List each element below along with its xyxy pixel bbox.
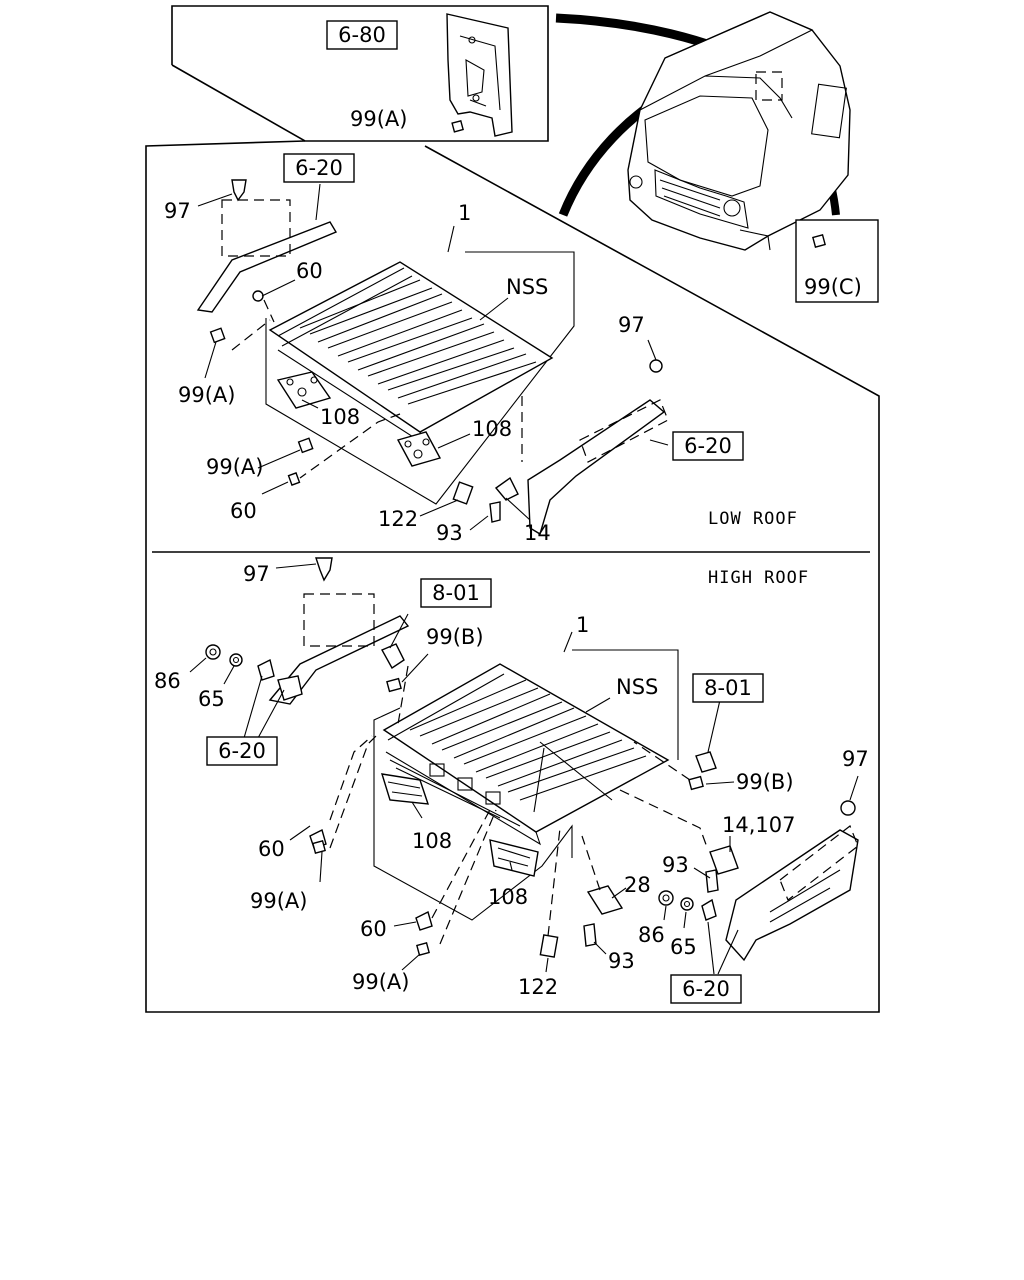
ref-box-6-20-high-left[interactable]: 6-20 bbox=[206, 736, 278, 766]
callout-label: 93 bbox=[608, 949, 635, 973]
callout-label: 99(A) bbox=[206, 455, 263, 479]
callout-label: 97 bbox=[842, 747, 869, 771]
high-roof-drawing bbox=[189, 557, 859, 975]
callout-label: 60 bbox=[360, 917, 387, 941]
callout-label: NSS bbox=[616, 675, 658, 699]
section-title-low-roof: LOW ROOF bbox=[708, 509, 798, 529]
callout-label: 60 bbox=[230, 499, 257, 523]
svg-text:6-80: 6-80 bbox=[338, 23, 386, 47]
section-title-high-roof: HIGH ROOF bbox=[708, 568, 809, 588]
callout-label: 93 bbox=[662, 853, 689, 877]
callout-label: 99(A) bbox=[250, 889, 307, 913]
truck-cab-overview bbox=[555, 11, 879, 303]
callout-label: 14 bbox=[524, 521, 551, 545]
ref-box-6-20-low-right[interactable]: 6-20 bbox=[672, 431, 744, 461]
callout-label: 122 bbox=[518, 975, 558, 999]
callout-label: 28 bbox=[624, 873, 651, 897]
callout-label: 99(B) bbox=[736, 770, 794, 794]
svg-text:6-20: 6-20 bbox=[295, 156, 343, 180]
callout-label: 97 bbox=[618, 313, 645, 337]
svg-text:8-01: 8-01 bbox=[704, 676, 752, 700]
part-labels: 99(A) 99(C) 97 1 60 NSS 99(A) 108 97 99(… bbox=[154, 107, 869, 999]
callout-label: 60 bbox=[258, 837, 285, 861]
callout-label: 99(B) bbox=[426, 625, 484, 649]
detail-box-99c bbox=[795, 219, 879, 303]
callout-label: 108 bbox=[472, 417, 512, 441]
callout-label: 108 bbox=[488, 885, 528, 909]
callout-label: 1 bbox=[576, 613, 589, 637]
svg-text:6-20: 6-20 bbox=[684, 434, 732, 458]
ref-box-6-80[interactable]: 6-80 bbox=[326, 20, 398, 50]
ref-box-6-20-low-left[interactable]: 6-20 bbox=[283, 153, 355, 183]
callout-label: 99(A) bbox=[178, 383, 235, 407]
ref-box-8-01-high-left[interactable]: 8-01 bbox=[420, 578, 492, 608]
callout-label: NSS bbox=[506, 275, 548, 299]
callout-label: 99(C) bbox=[804, 275, 862, 299]
callout-label: 86 bbox=[638, 923, 665, 947]
callout-label: 86 bbox=[154, 669, 181, 693]
callout-label: 97 bbox=[164, 199, 191, 223]
callout-label: 99(A) bbox=[352, 970, 409, 994]
callout-label: 97 bbox=[243, 562, 270, 586]
svg-text:6-20: 6-20 bbox=[218, 739, 266, 763]
low-roof-drawing bbox=[196, 179, 669, 536]
callout-label: 122 bbox=[378, 507, 418, 531]
ref-box-8-01-high-right[interactable]: 8-01 bbox=[692, 673, 764, 703]
callout-label: 108 bbox=[320, 405, 360, 429]
svg-text:6-20: 6-20 bbox=[682, 977, 730, 1001]
callout-label: 1 bbox=[458, 201, 471, 225]
svg-text:8-01: 8-01 bbox=[432, 581, 480, 605]
callout-label: 93 bbox=[436, 521, 463, 545]
top-inset bbox=[171, 5, 549, 142]
callout-label: 60 bbox=[296, 259, 323, 283]
ref-box-6-20-high-right[interactable]: 6-20 bbox=[670, 974, 742, 1004]
callout-label: 99(A) bbox=[350, 107, 407, 131]
callout-label: 14,107 bbox=[722, 813, 795, 837]
callout-label: 65 bbox=[198, 687, 225, 711]
callout-label: 108 bbox=[412, 829, 452, 853]
main-frame bbox=[145, 140, 880, 1013]
callout-label: 65 bbox=[670, 935, 697, 959]
